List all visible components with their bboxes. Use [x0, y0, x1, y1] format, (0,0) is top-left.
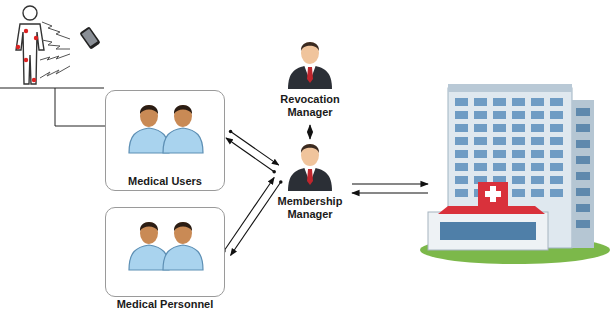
- connector-arrow: [231, 182, 281, 255]
- connector-arrow: [309, 125, 310, 139]
- window: [512, 98, 525, 106]
- window: [455, 163, 468, 171]
- window: [550, 111, 563, 119]
- node-label: Membership Manager: [268, 195, 352, 221]
- window: [512, 137, 525, 145]
- window: [474, 124, 487, 132]
- node-label: Medical Personnel: [106, 298, 224, 311]
- manager-node: Revocation Manager: [268, 40, 352, 122]
- window: [474, 98, 487, 106]
- window: [455, 124, 468, 132]
- window: [493, 98, 506, 106]
- person-icons: [106, 208, 226, 292]
- link-line: [55, 88, 105, 126]
- window: [493, 111, 506, 119]
- window: [531, 111, 544, 119]
- window: [576, 220, 590, 228]
- person-icon: [288, 42, 332, 89]
- ground-line: [0, 87, 104, 88]
- window: [576, 124, 590, 132]
- user-group-box: Medical Personnel: [105, 207, 225, 297]
- window: [576, 108, 590, 116]
- node-label: Medical Users: [106, 175, 224, 188]
- window: [550, 137, 563, 145]
- window: [474, 150, 487, 158]
- window: [576, 156, 590, 164]
- window: [531, 189, 544, 197]
- window: [512, 111, 525, 119]
- hospital-building: [420, 84, 610, 264]
- window: [550, 98, 563, 106]
- window: [576, 140, 590, 148]
- user-group-box: Medical Users: [105, 90, 225, 191]
- window: [512, 163, 525, 171]
- window: [512, 150, 525, 158]
- window: [512, 189, 525, 197]
- smartphone: [79, 26, 100, 49]
- window: [550, 176, 563, 184]
- window: [455, 111, 468, 119]
- window: [455, 176, 468, 184]
- window: [576, 172, 590, 180]
- window: [493, 124, 506, 132]
- window: [455, 137, 468, 145]
- person-icons: [268, 40, 352, 90]
- connector-arrow: [231, 131, 279, 165]
- window: [531, 124, 544, 132]
- window: [531, 137, 544, 145]
- patient-figure: [16, 6, 44, 84]
- node-label: Revocation Manager: [268, 93, 352, 119]
- connector-arrow: [224, 177, 274, 250]
- sensor-dots: [16, 29, 38, 82]
- window: [493, 163, 506, 171]
- window: [550, 163, 563, 171]
- window: [474, 163, 487, 171]
- person-icons: [268, 142, 352, 192]
- window: [550, 124, 563, 132]
- wireless-signals: [40, 22, 70, 78]
- connector-arrow: [226, 138, 274, 172]
- window: [531, 98, 544, 106]
- window: [493, 150, 506, 158]
- person-icons: [106, 91, 226, 172]
- window: [493, 137, 506, 145]
- window: [531, 150, 544, 158]
- window: [512, 124, 525, 132]
- hospital-arrows: [352, 184, 428, 193]
- window: [576, 188, 590, 196]
- window: [512, 176, 525, 184]
- window: [550, 150, 563, 158]
- window: [531, 163, 544, 171]
- window: [455, 189, 468, 197]
- window: [550, 189, 563, 197]
- window: [531, 176, 544, 184]
- person-icon: [163, 105, 203, 153]
- window: [455, 150, 468, 158]
- manager-node: Membership Manager: [268, 142, 352, 224]
- person-icon: [288, 144, 332, 191]
- window: [474, 137, 487, 145]
- window: [455, 98, 468, 106]
- person-icon: [163, 222, 203, 270]
- window: [474, 111, 487, 119]
- window: [576, 204, 590, 212]
